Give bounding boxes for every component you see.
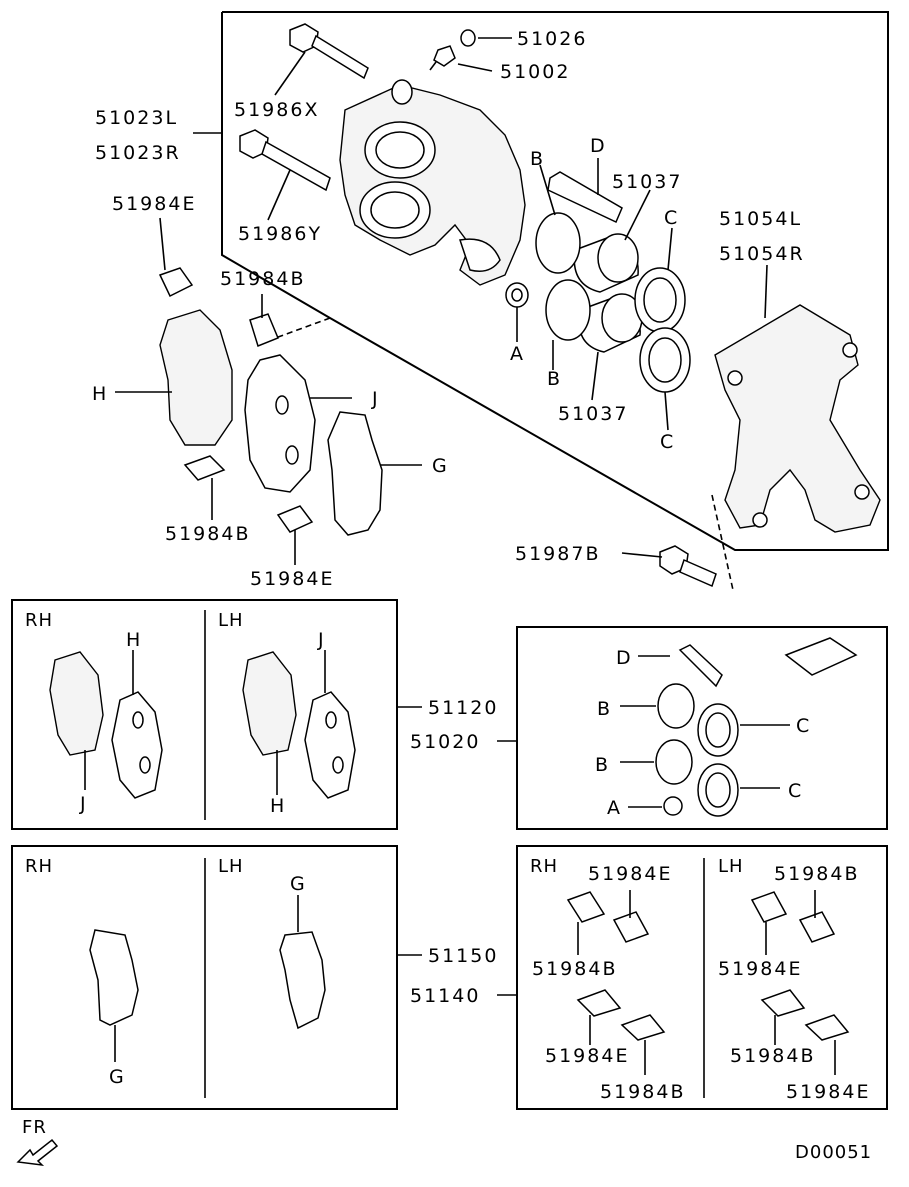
label-51984e-top: 51984E bbox=[112, 193, 196, 215]
pad-kit-box bbox=[11, 599, 422, 830]
label-51054l: 51054L bbox=[719, 208, 802, 230]
clip-51984b-upper bbox=[249, 313, 279, 347]
label-51987b: 51987B bbox=[515, 543, 600, 565]
clip-kit-lh-51984e-1: 51984E bbox=[718, 958, 802, 980]
pad-kit-lh: LH bbox=[218, 610, 244, 631]
label-b-upper: B bbox=[530, 148, 545, 170]
front-direction-label: FR bbox=[22, 1117, 47, 1138]
label-g: G bbox=[432, 455, 449, 477]
label-j: J bbox=[371, 388, 380, 410]
clip-kit-rh: RH bbox=[530, 856, 558, 877]
label-51984b-bottom: 51984B bbox=[165, 523, 250, 545]
label-51037-lower: 51037 bbox=[558, 403, 628, 425]
diagram-code: D00051 bbox=[795, 1142, 872, 1163]
shim-kit-number-51140: 51140 bbox=[410, 985, 480, 1007]
seal-kit-box bbox=[497, 626, 888, 830]
clip-51984e-upper bbox=[158, 267, 194, 298]
clip-kit-rh-51984e-1: 51984E bbox=[588, 863, 672, 885]
front-direction-arrow-icon bbox=[16, 1138, 59, 1167]
label-51023l: 51023L bbox=[95, 107, 178, 129]
shim-kit-rh: RH bbox=[25, 856, 53, 877]
seal-kit-b-lower: B bbox=[595, 754, 610, 776]
piston-seal-b-upper bbox=[535, 212, 581, 274]
support-bolt-51987b bbox=[659, 494, 734, 591]
seal-kit-d: D bbox=[616, 647, 633, 669]
dust-boot-c-lower bbox=[639, 327, 691, 393]
shim-kit-box bbox=[11, 845, 422, 1110]
shim-kit-lh: LH bbox=[218, 856, 244, 877]
leader-lines bbox=[115, 37, 768, 565]
pad-kit-rh: RH bbox=[25, 610, 53, 631]
caliper-assembly-frame bbox=[193, 11, 889, 551]
seal-kit-a: A bbox=[607, 797, 622, 819]
label-51984e-bottom: 51984E bbox=[250, 568, 334, 590]
label-51984b-top: 51984B bbox=[220, 268, 305, 290]
pad-kit-lh-h: H bbox=[270, 795, 286, 817]
label-h: H bbox=[92, 383, 108, 405]
seal-kit-c-lower: C bbox=[788, 780, 803, 802]
shim-g bbox=[327, 411, 383, 536]
pad-kit-number-51020: 51020 bbox=[410, 731, 480, 753]
pad-kit-lh-j: J bbox=[317, 629, 326, 651]
pad-kit-rh-h: H bbox=[126, 629, 142, 651]
piston-51037-upper bbox=[573, 233, 639, 293]
guide-pin-bolt-51986y bbox=[239, 129, 331, 192]
label-c-upper: C bbox=[664, 207, 679, 229]
label-b-lower: B bbox=[547, 368, 562, 390]
clip-kit-lh-51984e-2: 51984E bbox=[786, 1081, 870, 1103]
seal-kit-b-upper: B bbox=[597, 698, 612, 720]
shim-kit-number-51150: 51150 bbox=[428, 945, 498, 967]
pin-d bbox=[547, 171, 623, 224]
dust-boot-c-upper bbox=[634, 267, 686, 333]
clip-51984e-lower bbox=[276, 505, 314, 533]
clip-kit-rh-51984b-2: 51984B bbox=[600, 1081, 685, 1103]
caliper-support-51054 bbox=[714, 304, 881, 533]
pad-j bbox=[244, 354, 316, 493]
clip-kit-box bbox=[497, 845, 888, 1110]
shim-kit-g-lh: G bbox=[290, 873, 307, 895]
piston-seal-b-lower bbox=[545, 279, 591, 341]
clip-kit-lh-51984b-1: 51984B bbox=[774, 863, 859, 885]
clip-51984b-lower bbox=[183, 455, 226, 481]
piston-51037-lower bbox=[578, 293, 643, 353]
clip-kit-rh-51984b-1: 51984B bbox=[532, 958, 617, 980]
boot-a bbox=[505, 282, 529, 308]
clip-kit-rh-51984e-2: 51984E bbox=[545, 1045, 629, 1067]
guide-pin-bolt-51986x bbox=[289, 23, 369, 80]
label-51002: 51002 bbox=[500, 61, 570, 83]
label-c-lower: C bbox=[660, 431, 675, 453]
label-51023r: 51023R bbox=[95, 142, 181, 164]
label-51986x: 51986X bbox=[234, 99, 319, 121]
seal-kit-c-upper: C bbox=[796, 715, 811, 737]
label-51026: 51026 bbox=[517, 28, 587, 50]
label-51037-upper: 51037 bbox=[612, 171, 682, 193]
label-51054r: 51054R bbox=[719, 243, 805, 265]
label-d: D bbox=[590, 135, 607, 157]
shim-kit-g-rh: G bbox=[109, 1066, 126, 1088]
clip-kit-lh-51984b-2: 51984B bbox=[730, 1045, 815, 1067]
pad-h bbox=[159, 309, 233, 446]
label-51986y: 51986Y bbox=[238, 223, 322, 245]
pad-kit-number-51120: 51120 bbox=[428, 697, 498, 719]
bleeder-screw-51002 bbox=[429, 45, 456, 71]
bleeder-cap-51026 bbox=[460, 29, 476, 47]
pad-kit-rh-j: J bbox=[79, 793, 88, 815]
clip-kit-lh: LH bbox=[718, 856, 744, 877]
label-a: A bbox=[510, 343, 525, 365]
caliper-body bbox=[339, 79, 526, 286]
